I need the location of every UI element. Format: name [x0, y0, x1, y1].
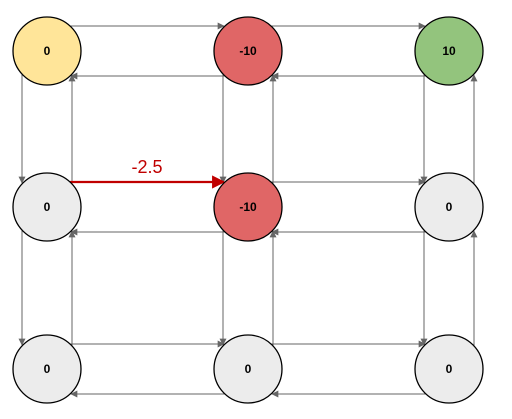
state-node-circle: [414, 334, 484, 404]
state-node-value: 0: [446, 362, 453, 376]
state-node-value: 0: [44, 362, 51, 376]
state-node-circle: [414, 16, 484, 86]
state-node-value: 0: [446, 200, 453, 214]
state-node-value: 10: [442, 44, 456, 58]
state-node: 0: [12, 172, 82, 242]
state-node-circle: [12, 172, 82, 242]
state-nodes: 0 -10 10 0 -10 0 0 0 0: [12, 16, 484, 404]
state-node-value: 0: [245, 362, 252, 376]
state-node: 0: [414, 334, 484, 404]
state-node-value: -10: [239, 44, 257, 58]
state-node-value: -10: [239, 200, 257, 214]
state-node: 10: [414, 16, 484, 86]
state-node: 0: [12, 16, 82, 86]
state-node-circle: [213, 334, 283, 404]
highlighted-arrow-label: -2.5: [131, 157, 162, 177]
state-node: 0: [213, 334, 283, 404]
state-node: 0: [12, 334, 82, 404]
state-node-circle: [12, 16, 82, 86]
state-node-circle: [12, 334, 82, 404]
state-node-circle: [213, 172, 283, 242]
state-node-circle: [213, 16, 283, 86]
state-node: -10: [213, 16, 283, 86]
state-node: -10: [213, 172, 283, 242]
state-node-value: 0: [44, 200, 51, 214]
highlighted-transition: -2.5: [70, 157, 226, 189]
state-node: 0: [414, 172, 484, 242]
transition-arrows: [18, 22, 478, 398]
state-node-circle: [414, 172, 484, 242]
state-node-value: 0: [44, 44, 51, 58]
